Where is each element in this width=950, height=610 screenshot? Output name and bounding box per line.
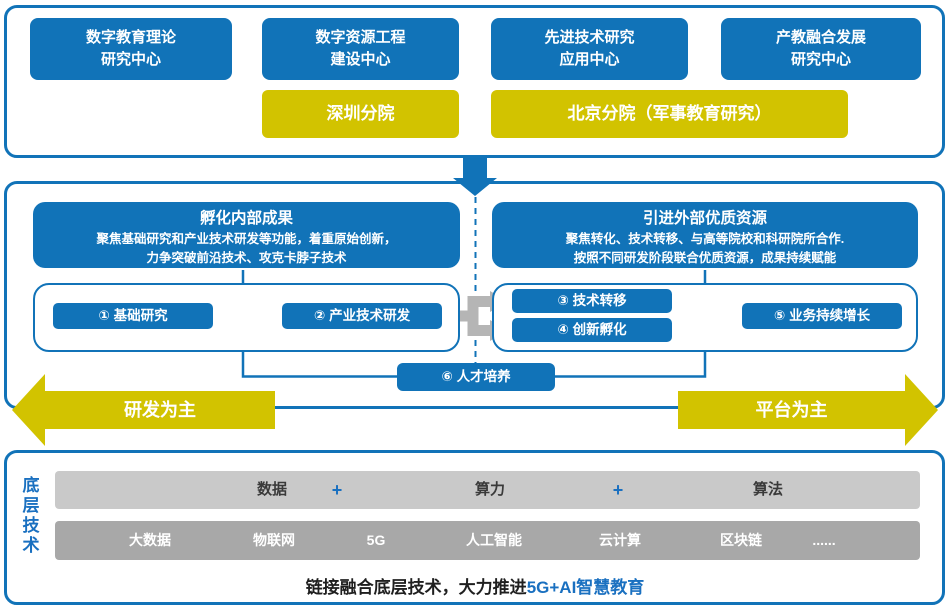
center-label-line1: 产教融合发展 [775, 29, 866, 46]
step-talent-cultivation: ⑥ 人才培养 [397, 363, 555, 391]
caption-highlight-text: 5G+AI智慧教育 [526, 578, 645, 597]
right-arrow-label: 平台为主 [678, 391, 905, 429]
bottom-caption: 链接融合底层技术，大力推进5G+AI智慧教育 [0, 573, 950, 598]
step-business-growth: ⑤ 业务持续增长 [742, 303, 902, 329]
step-innovation-incubation: ④ 创新孵化 [512, 318, 672, 342]
bar2-item-blockchain: 区块链 [720, 532, 762, 548]
panel-desc-line1: 聚焦基础研究和产业技术研发等功能，着重原始创新， [96, 232, 397, 246]
right-direction-arrow: 平台为主 [678, 374, 938, 446]
center-label-line2: 应用中心 [559, 51, 620, 68]
panel-title: 孵化内部成果 [199, 210, 293, 227]
bar2-item-iot: 物联网 [253, 532, 295, 548]
panel-external-resources: 引进外部优质资源 聚焦转化、技术转移、与高等院校和科研院所合作. 按照不同研发阶… [492, 202, 918, 268]
data-compute-algorithm-bar: 数据 + 算力 + 算法 [55, 471, 920, 509]
center-label-line1: 先进技术研究 [544, 29, 635, 46]
plus-icon: + [331, 480, 343, 500]
right-arrowhead-icon [905, 374, 938, 446]
step-technology-transfer: ③ 技术转移 [512, 289, 672, 313]
technology-list-bar: 大数据 物联网 5G 人工智能 云计算 区块链 ...... [55, 521, 920, 560]
panel-title: 引进外部优质资源 [642, 210, 767, 227]
bar2-item-bigdata: 大数据 [129, 532, 171, 548]
left-arrowhead-icon [12, 374, 45, 446]
panel-desc-line2: 力争突破前沿技术、攻克卡脖子技术 [146, 251, 347, 265]
center-label-line1: 数字资源工程 [315, 29, 406, 46]
caption-normal-text: 链接融合底层技术，大力推进 [305, 578, 527, 597]
center-label-line1: 数字教育理论 [85, 29, 176, 46]
branch-box-shenzhen: 深圳分院 [262, 90, 459, 138]
bar1-item-data: 数据 [256, 481, 288, 498]
bar2-item-5g: 5G [366, 532, 386, 548]
plus-icon: + [612, 480, 624, 500]
panel-incubate-internal: 孵化内部成果 聚焦基础研究和产业技术研发等功能，着重原始创新， 力争突破前沿技术… [33, 202, 460, 268]
step-industrial-rnd: ② 产业技术研发 [282, 303, 442, 329]
center-box-advanced-technology: 先进技术研究 应用中心 [491, 18, 688, 80]
center-label-line2: 建设中心 [330, 51, 391, 68]
panel-desc-line1: 聚焦转化、技术转移、与高等院校和科研院所合作. [565, 232, 845, 246]
center-box-digital-education-theory: 数字教育理论 研究中心 [30, 18, 232, 80]
blue-connector-lines [241, 270, 707, 378]
center-box-digital-resource-engineering: 数字资源工程 建设中心 [262, 18, 459, 80]
left-arrow-label: 研发为主 [45, 391, 275, 429]
center-box-industry-education-integration: 产教融合发展 研究中心 [721, 18, 921, 80]
bar2-item-ai: 人工智能 [466, 532, 522, 548]
center-label-line2: 研究中心 [790, 51, 851, 68]
branch-box-beijing: 北京分院（军事教育研究） [491, 90, 848, 138]
panel-desc-line2: 按照不同研发阶段联合优质资源，成果持续赋能 [573, 251, 837, 265]
step-basic-research: ① 基础研究 [53, 303, 213, 329]
bar2-item-cloud: 云计算 [599, 532, 641, 548]
left-direction-arrow: 研发为主 [12, 374, 275, 446]
base-technology-vertical-label: 底层技术 [22, 476, 40, 555]
center-label-line2: 研究中心 [100, 51, 161, 68]
bar1-item-algorithm: 算法 [752, 481, 784, 498]
down-arrow-icon [453, 157, 497, 196]
bar1-item-compute: 算力 [474, 481, 506, 498]
bar2-item-ellipsis: ...... [812, 532, 836, 548]
